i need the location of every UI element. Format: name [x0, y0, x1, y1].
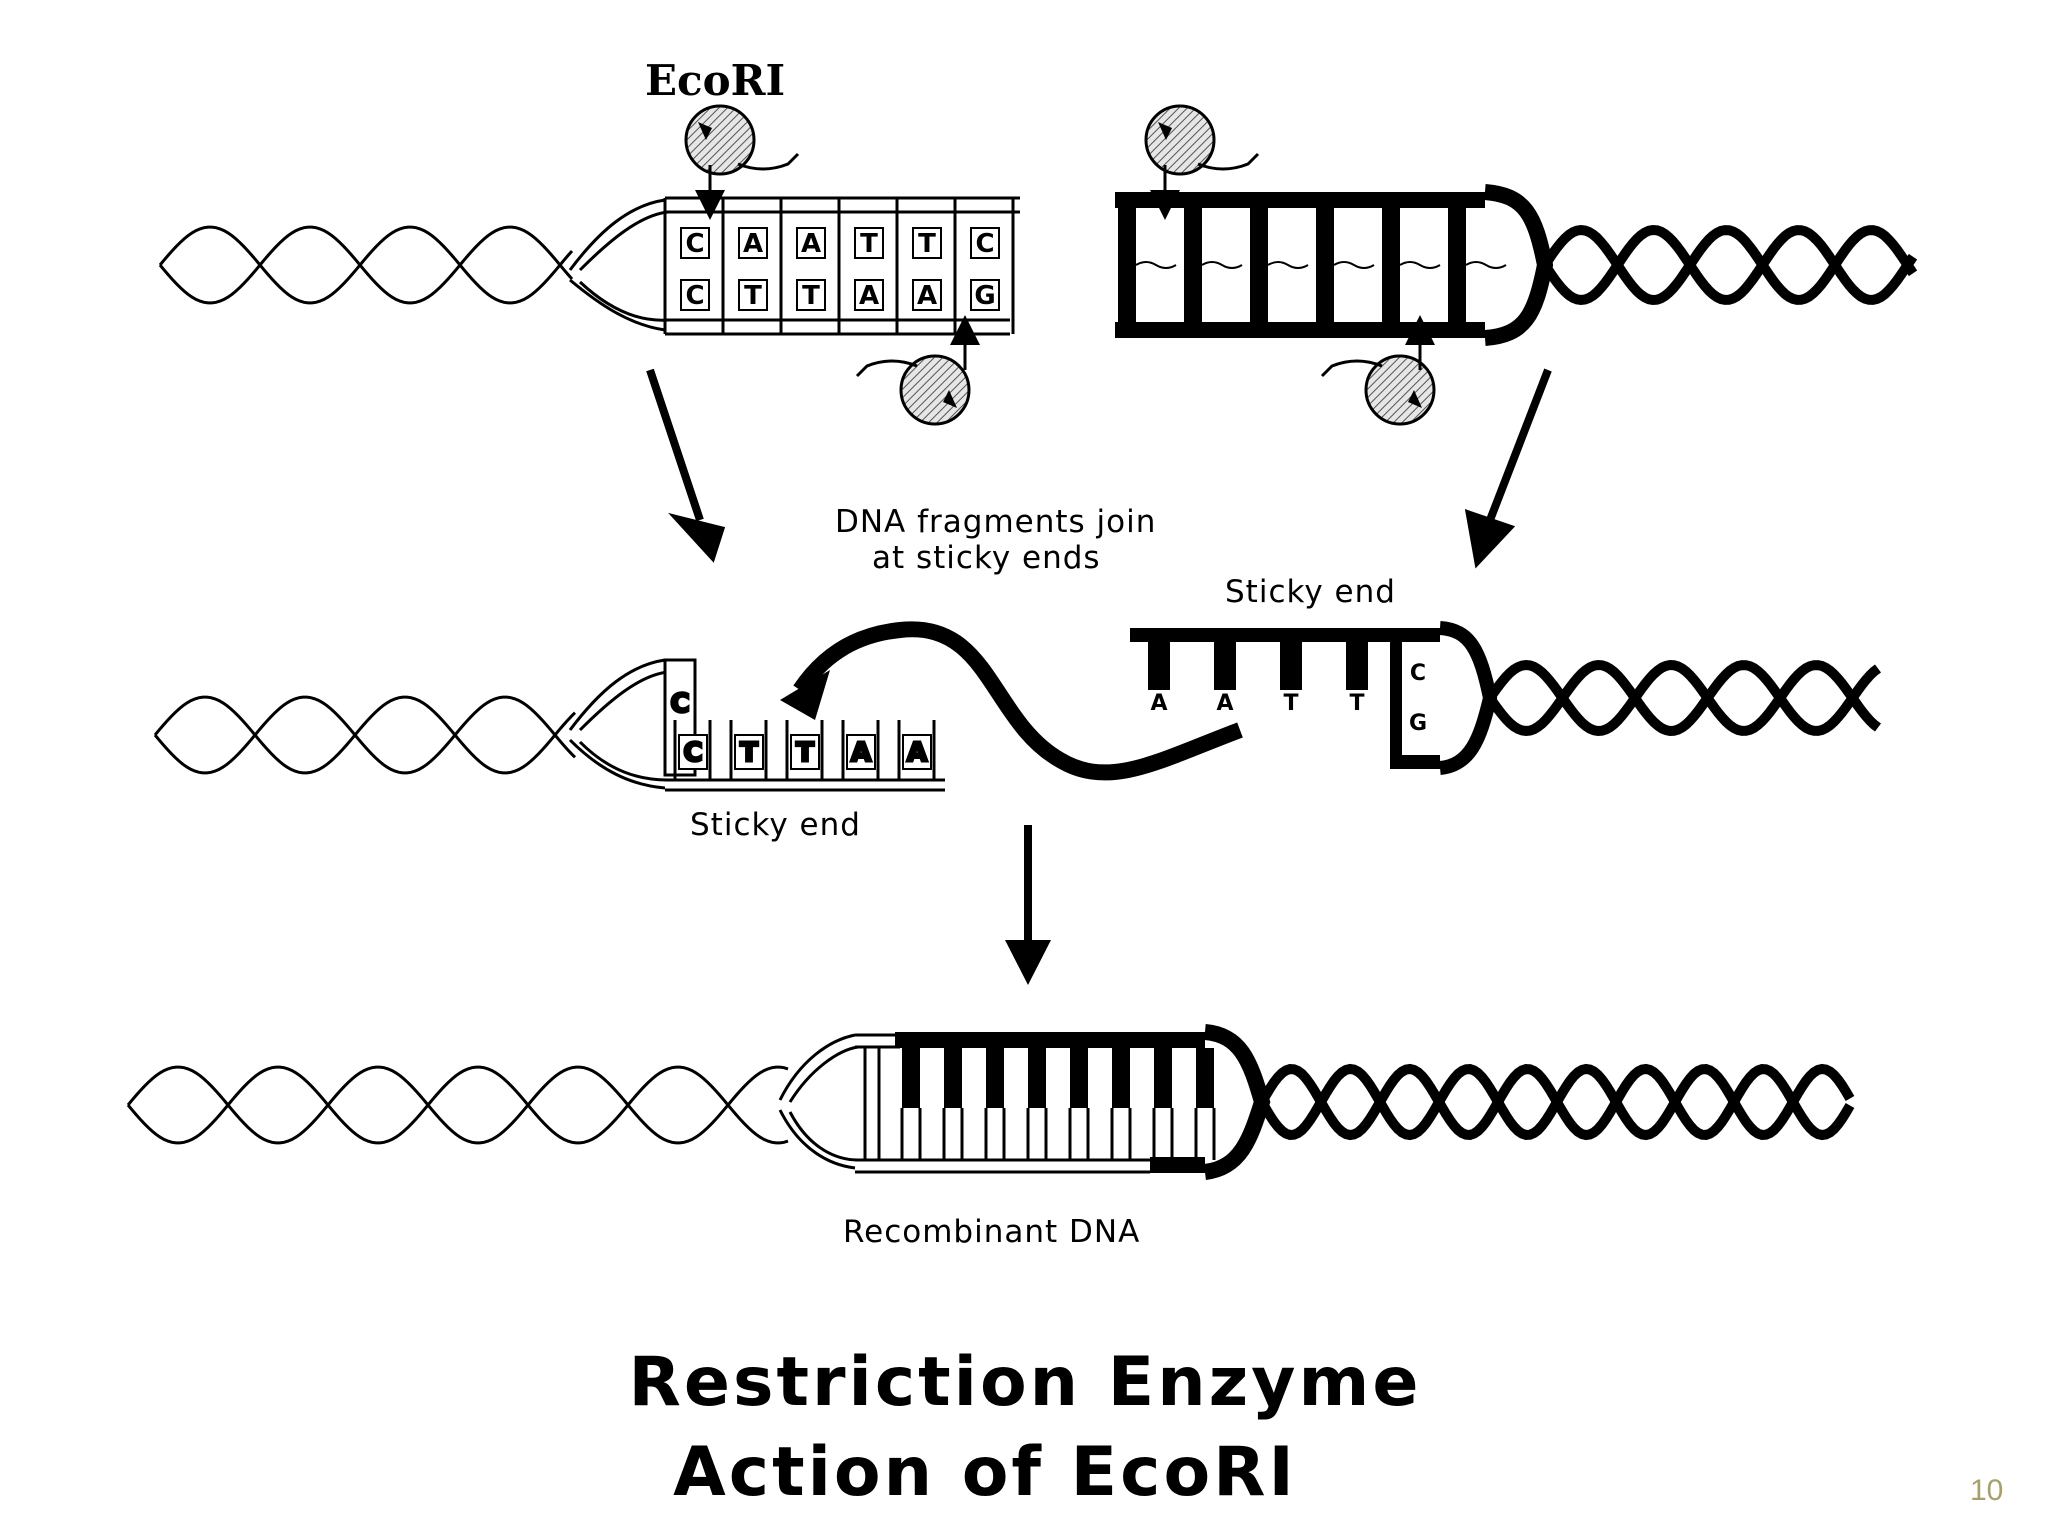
- hydrogen-bond: [1201, 261, 1243, 269]
- base-box: [902, 734, 932, 770]
- fragment-top-base: C: [670, 689, 689, 719]
- base-pair-rung: [1382, 200, 1400, 330]
- base-box: [734, 734, 764, 770]
- top-strand-base: T: [918, 229, 936, 259]
- joining-curve-arrow: [780, 621, 1243, 781]
- top-right-ladder: [1115, 184, 1554, 346]
- sticky-end-left-fragment: CC T T A A: [663, 658, 945, 792]
- ecori-enzyme-icon: [684, 104, 800, 176]
- top-strand-base: C: [685, 229, 704, 259]
- enzyme-label: EcoRI: [645, 56, 785, 105]
- base-pair-rung-black: [1154, 1048, 1172, 1108]
- base-pair-rung-black: [1196, 1048, 1214, 1108]
- title-line2: Action of EcoRI: [673, 1433, 1297, 1512]
- down-arrow: [1005, 825, 1051, 985]
- ecori-enzyme-icon: [855, 354, 971, 426]
- bottom-strand-base: C: [685, 281, 704, 311]
- overhang-base: A: [907, 738, 927, 768]
- ecori-enzyme-icon: [1144, 104, 1260, 176]
- hydrogen-bond: [1267, 261, 1309, 269]
- overhang-base: T: [1349, 691, 1364, 716]
- base-pair-rung-black: [986, 1048, 1004, 1108]
- base-pair-rung: [1316, 200, 1334, 330]
- base-pair-rung: [1250, 200, 1268, 330]
- overhang-rung: [1148, 640, 1170, 690]
- base-box: [846, 734, 876, 770]
- base-box: [970, 279, 1000, 311]
- sticky-end-label-right: Sticky end: [1225, 574, 1396, 610]
- top-strand-base: A: [743, 229, 763, 259]
- base-pair-rung-black: [1028, 1048, 1046, 1108]
- base-box: [796, 279, 826, 311]
- bottom-strand-base: T: [744, 281, 762, 311]
- middle-left-helix: [153, 695, 577, 775]
- base-box: [796, 227, 826, 259]
- overhang-base: A: [851, 738, 871, 768]
- bottom-strand-base: T: [802, 281, 820, 311]
- bottom-strand-base: A: [917, 281, 937, 311]
- bottom-left-helix: [126, 1065, 789, 1145]
- hydrogen-bond: [1465, 261, 1507, 269]
- top-strand-base: A: [801, 229, 821, 259]
- base-box: [680, 279, 710, 311]
- overhang-base: A: [1150, 691, 1167, 716]
- title-line1: Restriction Enzyme: [629, 1343, 1422, 1422]
- join-caption-line2: at sticky ends: [872, 540, 1101, 576]
- base-pair-rung: [1448, 200, 1466, 330]
- base-box: [680, 227, 710, 259]
- bottom-strand-base: G: [974, 281, 995, 311]
- base-box: [912, 227, 942, 259]
- top-left-fork: [568, 198, 669, 332]
- base-pair-rung: [1118, 200, 1136, 330]
- overhang-base: C: [683, 738, 702, 768]
- bottom-strand-base: A: [859, 281, 879, 311]
- base-box: [790, 734, 820, 770]
- top-left-helix: [158, 225, 574, 305]
- top-left-ladder: [665, 196, 1020, 336]
- overhang-base: T: [1283, 691, 1298, 716]
- cut-site-arrows: [695, 165, 1435, 370]
- fragment-base: C: [1410, 661, 1426, 686]
- base-box: [970, 227, 1000, 259]
- base-box: [738, 227, 768, 259]
- top-strand-base: T: [860, 229, 878, 259]
- process-arrows: [646, 368, 1552, 569]
- overhang-rung: [1214, 640, 1236, 690]
- hydrogen-bond: [1333, 261, 1375, 269]
- base-pair-rung-black: [944, 1048, 962, 1108]
- fragment-base: G: [1409, 711, 1427, 736]
- base-box: [854, 279, 884, 311]
- ecori-enzyme-icon: [1320, 354, 1436, 426]
- middle-left-fork: [568, 658, 669, 790]
- middle-right-helix: [1485, 659, 1881, 737]
- recombinant-ladder: [855, 1024, 1271, 1180]
- middle-right-fragment: A A T T CG: [1130, 621, 1498, 775]
- overhang-rung: [1346, 640, 1368, 690]
- base-box: [912, 279, 942, 311]
- recombinant-dna-label: Recombinant DNA: [843, 1214, 1140, 1250]
- join-caption-line1: DNA fragments join: [835, 504, 1156, 540]
- base-box: [854, 227, 884, 259]
- overhang-rung: [1280, 640, 1302, 690]
- base-box: [738, 279, 768, 311]
- hydrogen-bond: [1135, 261, 1177, 269]
- overhang-base: T: [796, 738, 814, 768]
- overhang-base: A: [1216, 691, 1233, 716]
- top-right-helix: [1540, 224, 1918, 306]
- bottom-left-fork: [778, 1033, 859, 1170]
- base-pair-rung-black: [902, 1048, 920, 1108]
- top-strand-base: C: [975, 229, 994, 259]
- base-pair-rung: [1184, 200, 1202, 330]
- overhang-base: T: [740, 738, 758, 768]
- base-box: [678, 734, 708, 770]
- base-pair-rung-black: [1112, 1048, 1130, 1108]
- hydrogen-bond: [1399, 261, 1441, 269]
- base-pair-rung-black: [1070, 1048, 1088, 1108]
- sticky-end-label-left: Sticky end: [690, 807, 861, 843]
- bottom-right-helix: [1257, 1063, 1855, 1141]
- page-number: 10: [1970, 1474, 2003, 1507]
